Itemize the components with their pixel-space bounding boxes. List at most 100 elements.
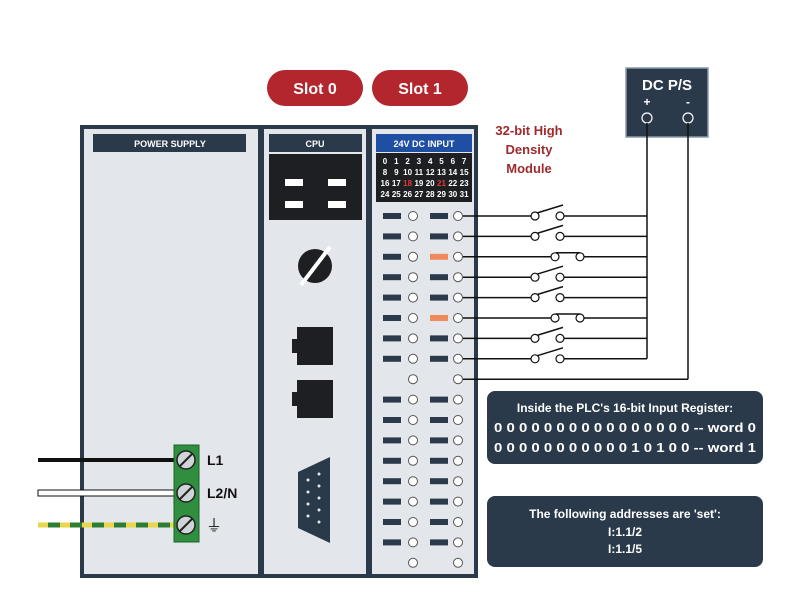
- switch-contact: [530, 293, 540, 303]
- terminal-point: [408, 517, 418, 527]
- slot-0-label: Slot 0: [293, 81, 337, 98]
- status-led: [430, 396, 448, 403]
- address-item-0: I:1.1/2: [608, 525, 642, 539]
- register-row-0-bits: 0 0 0 0 0 0 0 0 0 0 0 0 0 0 0 0: [494, 420, 689, 435]
- register-info-box: Inside the PLC's 16-bit Input Register: …: [487, 391, 763, 464]
- input-module-label: 24V DC INPUT: [393, 139, 455, 149]
- ground-symbol-icon: ⏚: [206, 517, 222, 535]
- status-led: [383, 519, 401, 525]
- switch-contact: [550, 252, 560, 262]
- caption-line-3: Module: [506, 161, 552, 176]
- ethernet-port-icon: [292, 327, 333, 365]
- terminal-point: [408, 496, 418, 507]
- status-led: [383, 498, 401, 505]
- register-row-1: 0 0 0 0 0 0 0 0 0 0 0 1 0 1 0 0 -- word …: [494, 440, 756, 455]
- register-row-1-bits: 0 0 0 0 0 0 0 0 0 0 0 1 0 1 0 0: [494, 440, 689, 455]
- input-number-23: 23: [460, 179, 469, 188]
- slot-0-badge: Slot 0: [267, 70, 363, 106]
- input-number-9: 9: [394, 168, 399, 177]
- input-number-31: 31: [460, 190, 469, 199]
- input-number-1: 1: [394, 157, 399, 166]
- status-led: [383, 355, 401, 362]
- register-title: Inside the PLC's 16-bit Input Register:: [517, 401, 733, 415]
- status-led: [430, 274, 448, 281]
- switch-contact: [555, 354, 565, 364]
- input-number-8: 8: [383, 168, 388, 177]
- dc-ps-label: DC P/S: [642, 77, 692, 94]
- input-terminal-rows: [383, 211, 463, 568]
- terminal-label-l2n: L2/N: [207, 485, 237, 501]
- input-number-4: 4: [428, 157, 433, 166]
- status-led: [383, 478, 401, 485]
- status-led: [383, 315, 401, 321]
- status-led: [383, 274, 401, 281]
- input-number-3: 3: [417, 157, 422, 166]
- terminal-point: [453, 557, 463, 568]
- status-led: [430, 437, 448, 444]
- power-supply-label: POWER SUPPLY: [134, 139, 206, 149]
- terminal-point: [408, 313, 418, 323]
- terminal-point: [408, 353, 418, 364]
- status-led-active: [430, 253, 448, 260]
- status-led: [383, 417, 401, 423]
- ac-power-wiring: [37, 458, 177, 528]
- mode-key-switch-icon[interactable]: [298, 245, 332, 287]
- switch-lever-open: [536, 326, 564, 337]
- terminal-point: [408, 333, 418, 344]
- input-number-25: 25: [392, 190, 401, 199]
- input-number-27: 27: [414, 190, 423, 199]
- terminal-point: [453, 435, 463, 446]
- switch-contact: [555, 211, 565, 221]
- register-row-0: 0 0 0 0 0 0 0 0 0 0 0 0 0 0 0 0 -- word …: [494, 420, 756, 435]
- terminal-point: [453, 476, 463, 487]
- terminal-screw-icon: [176, 450, 196, 470]
- terminal-screw-icon: [176, 483, 196, 503]
- power-terminal-block: L1 L2/N ⏚: [173, 444, 237, 543]
- status-led: [430, 519, 448, 525]
- terminal-point: [408, 211, 418, 221]
- input-number-6: 6: [451, 157, 456, 166]
- status-led: [383, 253, 401, 260]
- input-number-12: 12: [426, 168, 435, 177]
- status-led: [383, 213, 401, 219]
- status-led-active: [430, 315, 448, 321]
- terminal-point: [408, 435, 418, 446]
- terminal-point: [453, 313, 463, 323]
- terminal-point: [453, 231, 463, 242]
- input-number-24: 24: [381, 190, 390, 199]
- field-wiring: [463, 123, 689, 380]
- terminal-point: [453, 537, 463, 548]
- switch-lever-open: [536, 265, 564, 275]
- input-number-26: 26: [403, 190, 412, 199]
- addresses-info-box: The following addresses are 'set': I:1.1…: [487, 496, 763, 567]
- status-led: [430, 294, 448, 301]
- terminal-point: [453, 394, 463, 405]
- switch-contact: [555, 272, 565, 282]
- switch-contact: [575, 313, 585, 323]
- input-number-2: 2: [405, 157, 410, 166]
- input-number-16: 16: [381, 179, 390, 188]
- caption-line-2: Density: [506, 142, 554, 157]
- status-led: [430, 539, 448, 546]
- input-number-19: 19: [414, 179, 423, 188]
- terminal-point: [453, 272, 463, 283]
- switch-lever-open: [536, 347, 564, 357]
- slot-1-label: Slot 1: [398, 81, 442, 98]
- input-number-15: 15: [460, 168, 469, 177]
- status-led: [383, 233, 401, 240]
- terminal-point: [408, 251, 418, 262]
- input-number-0: 0: [383, 157, 388, 166]
- status-led: [383, 294, 401, 301]
- terminal-screw-icon: [176, 515, 196, 535]
- terminal-point: [408, 415, 418, 425]
- status-led: [383, 539, 401, 546]
- input-number-29: 29: [437, 190, 446, 199]
- terminal-point: [408, 394, 418, 405]
- input-number-5: 5: [439, 157, 444, 166]
- module-caption: 32-bit High Density Module: [495, 123, 562, 176]
- terminal-point: [453, 496, 463, 507]
- l2n-wire: [37, 489, 177, 497]
- switch-lever-open: [536, 224, 564, 235]
- status-led: [430, 417, 448, 423]
- input-number-panel: [376, 153, 472, 202]
